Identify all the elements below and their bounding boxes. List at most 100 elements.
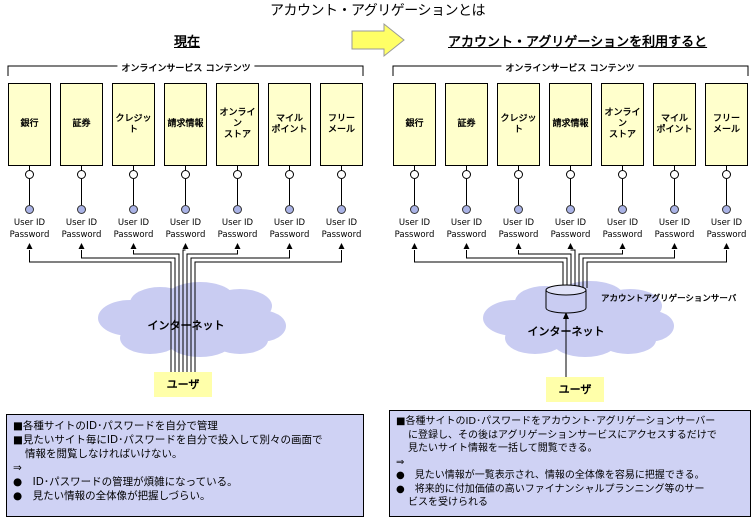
right-service-node [618, 170, 627, 179]
right-credential-password: Password [550, 230, 591, 240]
right-credential-node [566, 205, 575, 214]
right-route-line [582, 250, 675, 288]
right-route-arrowhead [723, 243, 730, 249]
page-title: アカウント・アグリゲーションとは [269, 3, 486, 19]
left-service-online-store: オンライン ストア [216, 83, 259, 166]
right-credential-node [462, 205, 471, 214]
right-credential-password: Password [602, 230, 643, 240]
left-credential-password: Password [165, 230, 206, 240]
right-credential-user-id: User ID [398, 218, 431, 228]
right-route-line [518, 250, 572, 288]
left-credential-user-id: User ID [65, 218, 98, 228]
left-credential-node [233, 205, 242, 214]
left-route-line [190, 250, 290, 372]
right-credential-user-id: User ID [554, 218, 587, 228]
right-service-securities: 証券 [445, 83, 488, 166]
left-info-line: ● ID･パスワードの管理が煩雑になっている。 [13, 476, 238, 488]
right-service-online-store: オンライン ストア [601, 83, 644, 166]
right-info-line: ● 見たい情報が一覧表示され、情報の全体像を容易に把握できる。 [396, 470, 705, 481]
left-route-line [182, 249, 186, 372]
left-service-node [25, 170, 34, 179]
right-user-arrowhead [563, 312, 569, 319]
right-credential-user-id: User ID [502, 218, 535, 228]
right-credential-user-id: User ID [450, 218, 483, 228]
left-credential-password: Password [321, 230, 362, 240]
left-credential-user-id: User ID [117, 218, 150, 228]
left-info-line: ● 見たい情報の全体像が把握しづらい。 [13, 490, 211, 502]
right-info-line: に登録し、その後はアグリゲーションサービスにアクセスするだけで [408, 429, 717, 441]
right-route-line [570, 249, 576, 288]
right-route-arrowhead [567, 243, 574, 249]
left-credential-password: Password [113, 230, 154, 240]
left-service-node [285, 170, 294, 179]
right-credential-password: Password [654, 230, 695, 240]
right-service-billing: 請求情報 [549, 83, 592, 166]
aggregation-server-icon [545, 284, 587, 314]
left-route-line [194, 250, 342, 372]
right-service-node [462, 170, 471, 179]
left-service-bank: 銀行 [8, 83, 51, 166]
right-service-node [670, 170, 679, 179]
right-route-arrowhead [515, 243, 522, 249]
right-service-node [514, 170, 523, 179]
left-credential-node [337, 205, 346, 214]
right-credential-user-id: User ID [710, 218, 743, 228]
left-route-arrowhead [78, 243, 85, 249]
left-service-node [129, 170, 138, 179]
left-credential-user-id: User ID [221, 218, 254, 228]
left-credential-user-id: User ID [169, 218, 202, 228]
left-credential-user-id: User ID [13, 218, 46, 228]
left-route-line [81, 250, 176, 372]
left-service-mile-points: マイル ポイント [268, 83, 311, 166]
right-info-line: ⇒ [396, 456, 405, 468]
left-route-arrowhead [182, 243, 189, 249]
right-credential-password: Password [498, 230, 539, 240]
left-info-line: ■各種サイトのID･パスワードを自分で管理 [13, 420, 218, 432]
left-heading: 現在 [174, 35, 201, 50]
left-service-node [233, 170, 242, 179]
right-credential-node [722, 205, 731, 214]
left-service-node [337, 170, 346, 179]
right-heading: アカウント・アグリゲーションを利用すると [448, 35, 708, 50]
left-section-label: オンラインサービス コンテンツ [117, 61, 255, 74]
right-section-label: オンラインサービス コンテンツ [501, 61, 639, 74]
left-route-arrowhead [26, 243, 33, 249]
left-credential-node [181, 205, 190, 214]
right-service-credit: クレジット [497, 83, 540, 166]
right-service-node [722, 170, 731, 179]
left-route-arrowhead [286, 243, 293, 249]
left-route-arrowhead [130, 243, 137, 249]
left-info-line: ⇒ [13, 462, 22, 474]
left-route-arrowhead [338, 243, 345, 249]
left-credential-node [25, 205, 34, 214]
left-service-node [181, 170, 190, 179]
right-internet-label: インターネット [527, 325, 605, 338]
right-credential-password: Password [394, 230, 435, 240]
left-info-line: ■見たいサイト毎にID･パスワードを自分で投入して別々の画面で [13, 434, 323, 446]
right-service-mile-points: マイル ポイント [653, 83, 696, 166]
right-route-line [578, 250, 623, 288]
right-credential-password: Password [446, 230, 487, 240]
right-credential-node [514, 205, 523, 214]
left-route-line [186, 250, 238, 372]
right-service-node [566, 170, 575, 179]
right-credential-password: Password [706, 230, 747, 240]
left-route-arrowhead [234, 243, 241, 249]
left-credential-node [285, 205, 294, 214]
right-info-line: ● 将来的に付加価値の高いファイナンシャルプランニング等のサー [396, 483, 705, 495]
left-credential-password: Password [217, 230, 258, 240]
left-info-line: 情報を閲覧しなければいけない。 [25, 448, 183, 460]
left-service-securities: 証券 [60, 83, 103, 166]
left-credential-password: Password [9, 230, 50, 240]
right-service-node [410, 170, 419, 179]
right-route-line [466, 250, 568, 288]
right-credential-node [670, 205, 679, 214]
right-info-line: ■各種サイトのID･パスワードをアカウント･アグリゲーションサーバー [396, 416, 716, 427]
right-info-line: 見たいサイト情報を一括して閲覧できる。 [408, 443, 598, 454]
right-credential-node [618, 205, 627, 214]
transition-arrow [351, 22, 405, 58]
right-user-box: ユーザ [546, 377, 604, 402]
right-route-arrowhead [619, 243, 626, 249]
right-route-line [414, 250, 564, 288]
